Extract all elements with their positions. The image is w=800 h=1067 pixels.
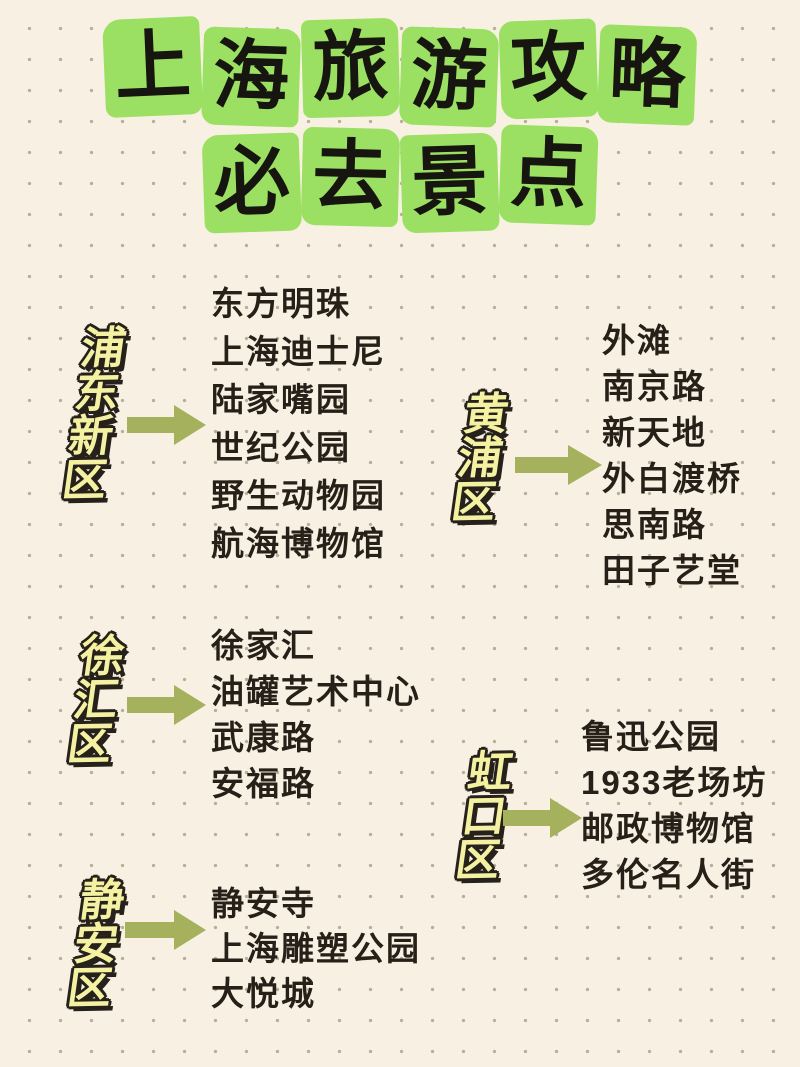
attraction-item: 多伦名人街 — [581, 856, 756, 893]
title-char-block: 去 — [300, 126, 401, 228]
attraction-item: 陆家嘴园 — [211, 381, 351, 418]
attraction-item: 南京路 — [602, 368, 707, 405]
title-line-1: 上 海 旅 游 攻 略 — [0, 15, 800, 128]
poster-title: 上 海 旅 游 攻 略 必 去 景 点 — [0, 15, 800, 234]
attraction-item: 航海博物馆 — [211, 525, 386, 562]
attraction-item: 大悦城 — [211, 975, 316, 1012]
attraction-item: 上海迪士尼 — [211, 333, 386, 370]
right-arrow-icon — [503, 797, 583, 839]
attraction-list-jingan: 静安寺 上海雕塑公园 大悦城 — [211, 881, 421, 1016]
title-line-2: 必 去 景 点 — [0, 124, 800, 234]
attraction-item: 东方明珠 — [211, 285, 351, 322]
attraction-item: 野生动物园 — [211, 477, 386, 514]
attraction-item: 外白渡桥 — [602, 460, 742, 497]
right-arrow-icon — [515, 444, 603, 486]
title-char-block: 旅 — [300, 17, 401, 119]
attraction-item: 安福路 — [211, 765, 316, 802]
attraction-item: 世纪公园 — [211, 429, 351, 466]
title-char-block: 必 — [201, 132, 302, 234]
attraction-list-hongkou: 鲁迅公园 1933老场坊 邮政博物馆 多伦名人街 — [581, 714, 767, 898]
attraction-list-huangpu: 外滩 南京路 新天地 外白渡桥 思南路 田子艺堂 — [602, 318, 742, 594]
title-char-block: 游 — [398, 26, 500, 128]
attraction-item: 田子艺堂 — [602, 552, 742, 589]
title-char-block: 海 — [201, 26, 302, 128]
right-arrow-icon — [125, 909, 207, 951]
attraction-item: 外滩 — [602, 322, 672, 359]
title-char-block: 景 — [399, 132, 500, 234]
attraction-item: 油罐艺术中心 — [211, 673, 421, 710]
title-char-block: 点 — [498, 124, 599, 226]
attraction-item: 武康路 — [211, 719, 316, 756]
attraction-list-pudong: 东方明珠 上海迪士尼 陆家嘴园 世纪公园 野生动物园 航海博物馆 — [211, 280, 386, 568]
attraction-item: 1933老场坊 — [581, 764, 768, 801]
attraction-item: 徐家汇 — [211, 627, 316, 664]
right-arrow-icon — [127, 684, 207, 726]
title-char-block: 上 — [101, 15, 204, 119]
attraction-item: 思南路 — [602, 506, 707, 543]
attraction-item: 静安寺 — [211, 885, 316, 922]
attraction-item: 新天地 — [602, 414, 707, 451]
district-label-huangpu: 黄浦区 — [448, 389, 512, 528]
attraction-item: 邮政博物馆 — [581, 810, 756, 847]
title-char-block: 攻 — [498, 18, 599, 120]
title-char-block: 略 — [596, 24, 698, 126]
attraction-item: 上海雕塑公园 — [211, 930, 421, 967]
right-arrow-icon — [127, 404, 207, 446]
attraction-item: 鲁迅公园 — [581, 718, 721, 755]
attraction-list-xuhui: 徐家汇 油罐艺术中心 武康路 安福路 — [211, 623, 421, 807]
